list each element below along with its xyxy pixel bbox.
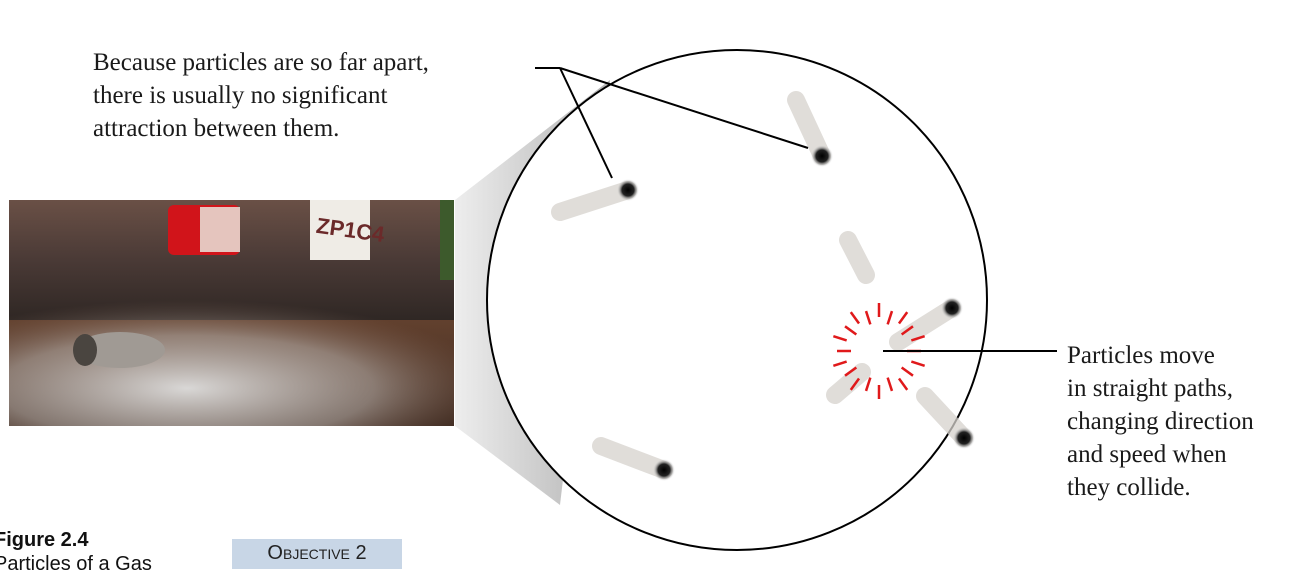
figure-caption: Particles of a Gas [0, 553, 152, 576]
callout-line: they collide. [1067, 471, 1254, 504]
callout-line: attraction between them. [93, 112, 429, 145]
gas-particle [617, 179, 639, 201]
objective-tag: Objective 2 [232, 539, 402, 569]
callout-line: there is usually no significant [93, 79, 429, 112]
callout-line: changing direction [1067, 405, 1254, 438]
figure-label: Figure 2.4 [0, 529, 88, 552]
gas-particle [811, 145, 833, 167]
gas-particle [653, 459, 675, 481]
callout-particle-motion: Particles move in straight paths, changi… [1067, 339, 1254, 504]
callout-line: Particles move [1067, 339, 1254, 372]
callout-line: in straight paths, [1067, 372, 1254, 405]
callout-line: and speed when [1067, 438, 1254, 471]
callout-line: Because particles are so far apart, [93, 46, 429, 79]
gas-particle [941, 297, 963, 319]
exhaust-photo: ZP1C4 [9, 200, 460, 426]
callout-particle-spacing: Because particles are so far apart, ther… [93, 46, 429, 145]
gas-particle [953, 427, 975, 449]
